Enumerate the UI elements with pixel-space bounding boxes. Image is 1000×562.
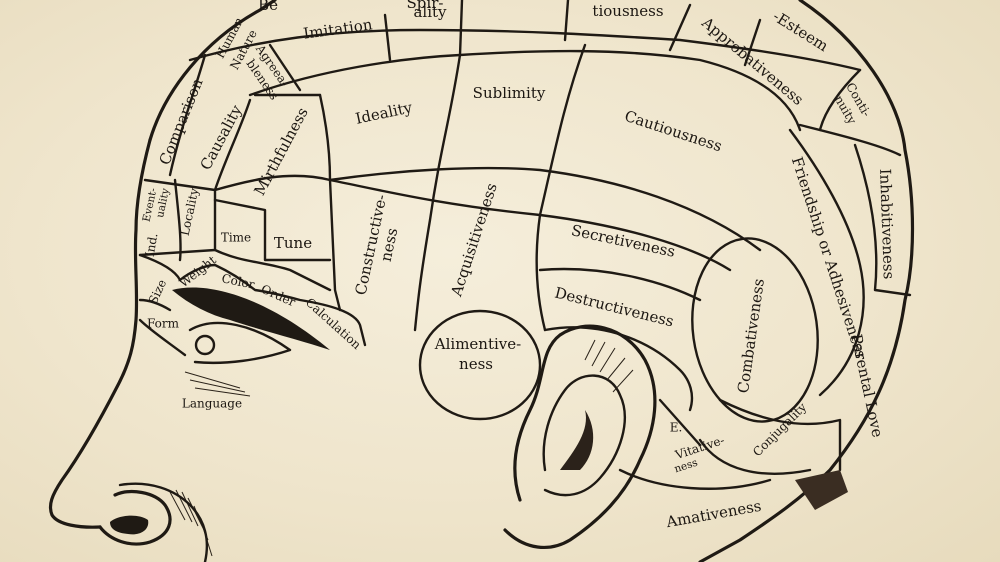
label-spirituality-2: ality — [413, 3, 447, 21]
label-individuality: Ind. — [143, 232, 161, 258]
label-conscientiousness: tiousness — [592, 2, 663, 20]
label-locality: Locality — [178, 187, 202, 237]
alimentiveness-outline — [418, 309, 542, 421]
label-sublimity: Sublimity — [473, 84, 546, 102]
label-conjugality: Conjugality — [750, 400, 809, 459]
label-cautiousness: Cautiousness — [622, 107, 724, 155]
label-causality: Causality — [197, 102, 246, 173]
label-inhabitiveness: Inhabitiveness — [876, 168, 898, 279]
label-be: Be — [258, 0, 278, 14]
label-ideality: Ideality — [354, 98, 414, 128]
label-tune: Tune — [274, 234, 312, 252]
nostril — [110, 515, 149, 535]
face-profile — [48, 138, 152, 529]
eye — [172, 287, 330, 397]
label-size: Size — [146, 277, 169, 306]
label-acquisitiveness: Acquisitiveness — [447, 181, 501, 300]
label-alimentiveness-2: ness — [459, 355, 493, 373]
dark-block — [795, 470, 848, 510]
ear — [503, 324, 657, 549]
label-combativeness: Combativeness — [734, 277, 768, 394]
label-form: Form — [147, 317, 180, 331]
nose — [98, 490, 172, 546]
combativeness-outline — [691, 237, 819, 423]
label-weight: Weight — [177, 253, 219, 290]
label-comparison: Comparison — [156, 75, 207, 167]
label-destructiveness: Destructiveness — [553, 284, 676, 331]
label-imitation: Imitation — [302, 15, 374, 43]
label-amativeness: Amativeness — [664, 497, 763, 532]
label-order: Order — [259, 282, 298, 310]
region-boundaries — [138, 0, 912, 510]
label-alimentiveness-1: Alimentive- — [434, 335, 521, 353]
label-mirthfulness: Mirthfulness — [250, 104, 311, 198]
region-labels: Be Spir- ality tiousness -Esteem Imitati… — [141, 0, 898, 531]
label-color: Color — [220, 271, 256, 292]
label-spirituality-1: Spir- — [407, 0, 444, 12]
label-time: Time — [221, 231, 251, 245]
label-secretiveness: Secretiveness — [570, 221, 677, 261]
label-vitativeness-1: E. — [670, 421, 683, 435]
label-language: Language — [182, 397, 242, 411]
